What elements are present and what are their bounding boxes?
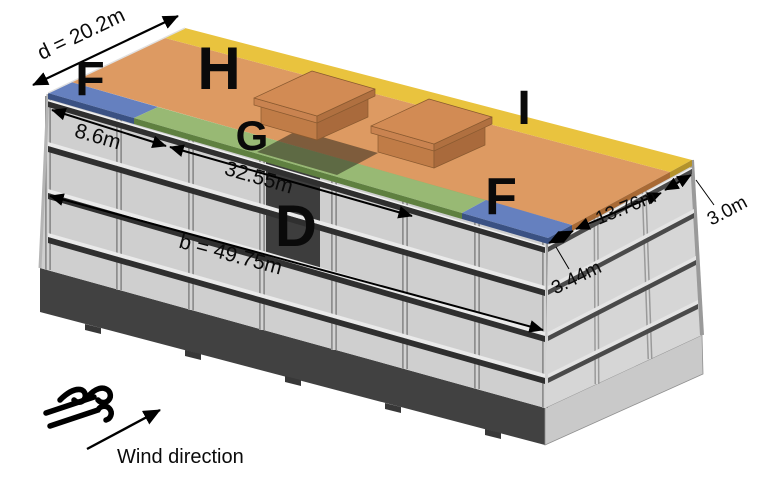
dim-line-h-depth (575, 192, 662, 230)
dim-line-f-width (51, 107, 167, 149)
dim-line-fg-depth (548, 230, 574, 244)
end-facade (545, 159, 704, 408)
end-floor-beams (548, 169, 698, 383)
wind-arrow (86, 408, 161, 451)
zone-label-d: D (275, 194, 317, 259)
roof-zone-h (71, 38, 670, 225)
zone-label-g: G (236, 112, 269, 159)
dim-label-i-depth: 3.0m (704, 192, 751, 230)
dimension-lines (32, 15, 715, 333)
dim-line-depth (32, 15, 179, 86)
wind-direction-label: Wind direction (117, 446, 244, 468)
rooftop-unit-right (370, 98, 493, 169)
leader-fg-depth (555, 246, 570, 270)
leader-i-depth (695, 179, 715, 206)
dim-line-width (49, 193, 544, 333)
rooftop-units (253, 70, 493, 169)
zone-label-f-right: F (485, 168, 517, 226)
dim-line-i-depth (664, 174, 692, 191)
zone-label-h: H (197, 35, 240, 102)
zone-label-f-left: F (75, 53, 104, 106)
zone-label-i: I (517, 82, 530, 135)
rooftop-unit-left (253, 70, 376, 141)
wind-icon (43, 385, 114, 429)
wind-direction: Wind direction (43, 385, 244, 468)
